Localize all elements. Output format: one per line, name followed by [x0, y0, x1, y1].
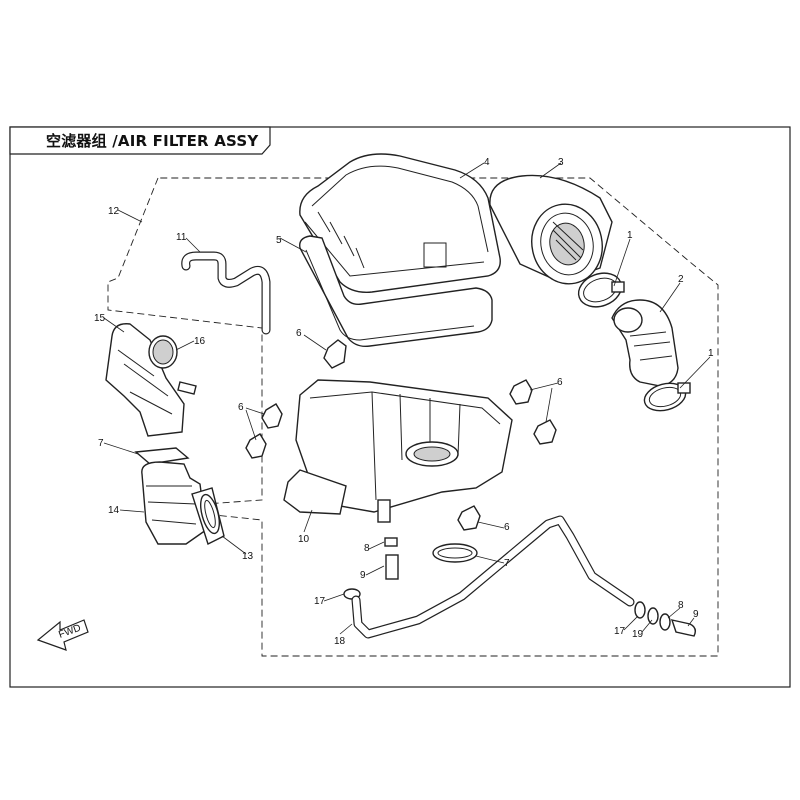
- callout-11: 11: [176, 232, 187, 243]
- filter-element: [489, 174, 613, 285]
- callout-5: 5: [276, 235, 282, 246]
- mesh-screen: [148, 335, 178, 369]
- cover-gasket: [299, 235, 493, 348]
- callout-13: 13: [242, 551, 254, 562]
- clip-6-bottom: [457, 505, 481, 531]
- clamp-19: [647, 607, 659, 625]
- callout-7-left: 7: [98, 438, 104, 449]
- plug-9-left: [385, 554, 399, 580]
- callout-2: 2: [678, 274, 684, 285]
- callout-8-right: 8: [678, 600, 684, 611]
- callout-9-right: 9: [693, 609, 699, 620]
- callout-17-right: 17: [614, 626, 626, 637]
- callout-1-top: 1: [627, 230, 633, 241]
- intake-boot: [611, 299, 679, 387]
- callout-15: 15: [94, 313, 106, 324]
- hose-clamp-top: [577, 272, 625, 308]
- callout-3: 3: [558, 157, 564, 168]
- callout-12: 12: [108, 206, 120, 217]
- callout-6-left: 6: [238, 402, 244, 413]
- clip-6-left-a: [261, 403, 283, 429]
- duct-gasket: [134, 447, 190, 465]
- callout-4: 4: [484, 157, 490, 168]
- callout-9-left: 9: [360, 570, 366, 581]
- callout-6-top: 6: [296, 328, 302, 339]
- callout-10: 10: [298, 534, 310, 545]
- callout-18: 18: [334, 636, 346, 647]
- clip-6-left-b: [245, 433, 267, 459]
- title-tab: [9, 126, 271, 155]
- callout-19: 19: [632, 629, 644, 640]
- callout-8-left: 8: [364, 543, 370, 554]
- clamp-17-right: [634, 601, 646, 619]
- clip-6-right-a: [509, 379, 533, 405]
- callout-1-bottom: 1: [708, 348, 714, 359]
- plug-9-right: [670, 619, 697, 637]
- assembly-boundary: [107, 177, 719, 657]
- hose-clamp-bottom: [643, 382, 691, 412]
- callout-6-right: 6: [557, 377, 563, 388]
- callout-16: 16: [194, 336, 206, 347]
- forward-arrow-icon: FWD: [36, 619, 89, 651]
- diagram-frame: [9, 126, 791, 688]
- clamp-8-left: [384, 537, 398, 547]
- diagram-title: 空滤器组 /AIR FILTER ASSY: [46, 132, 259, 150]
- leader-lines: [103, 162, 711, 635]
- air-box-housing: [283, 379, 513, 523]
- clip-6-top: [323, 339, 347, 369]
- intake-duct: [105, 323, 197, 437]
- clamp-8-right: [659, 613, 671, 631]
- breather-tube: [181, 251, 271, 335]
- callout-14: 14: [108, 505, 120, 516]
- callout-7-bottom: 7: [504, 558, 510, 569]
- clip-6-right-b: [533, 419, 557, 445]
- callout-17-left: 17: [314, 596, 326, 607]
- callout-6-bottom: 6: [504, 522, 510, 533]
